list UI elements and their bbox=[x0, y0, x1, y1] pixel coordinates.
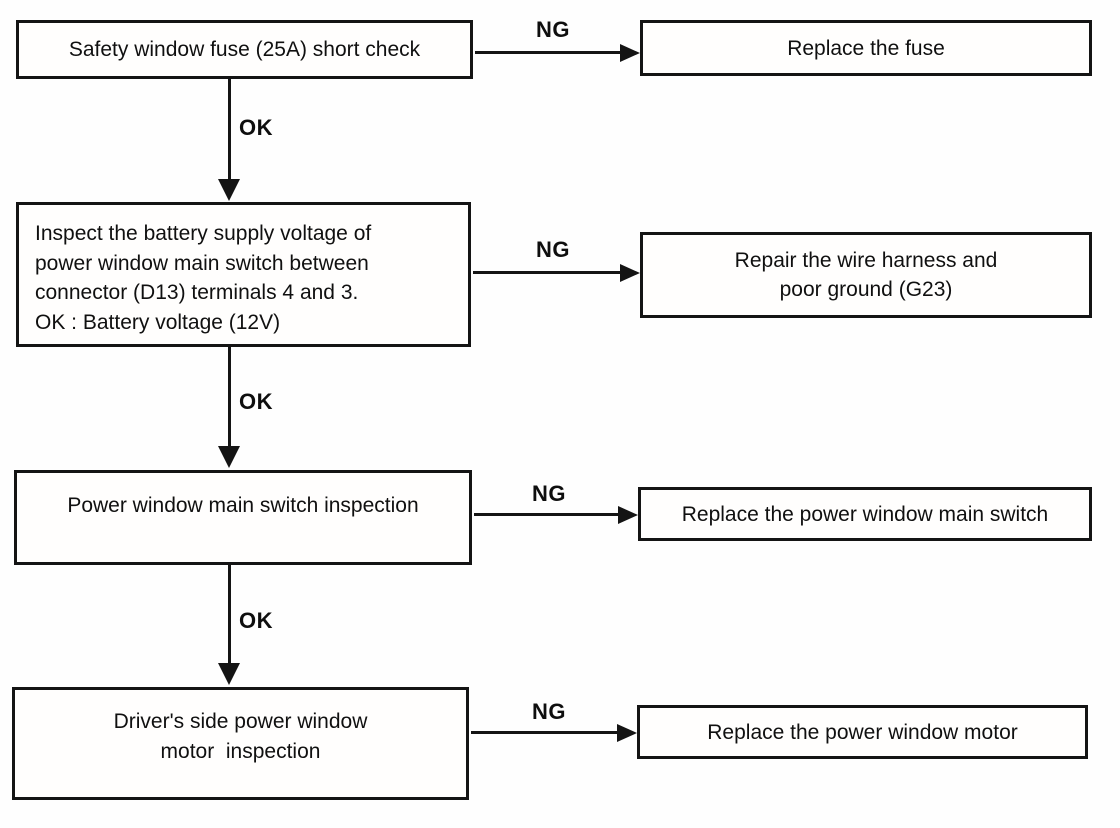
ok-label-3: OK bbox=[239, 608, 273, 633]
check-box-main-switch-inspection: Power window main switch inspection bbox=[14, 470, 472, 565]
ok-label-1: OK bbox=[239, 115, 273, 140]
check-box-fuse-short-check: Safety window fuse (25A) short check bbox=[16, 20, 473, 79]
ng-arrow-head-3 bbox=[618, 506, 638, 524]
check-box-motor-inspection: Driver's side power window motor inspect… bbox=[12, 687, 469, 800]
ng-arrow-head-1 bbox=[620, 44, 640, 62]
remedy-box-repair-harness-ground: Repair the wire harness and poor ground … bbox=[640, 232, 1092, 318]
ok-arrow-line-3 bbox=[228, 565, 231, 663]
remedy-box-replace-main-switch: Replace the power window main switch bbox=[638, 487, 1092, 541]
ng-label-4: NG bbox=[532, 699, 566, 724]
remedy-box-replace-fuse: Replace the fuse bbox=[640, 20, 1092, 76]
ng-arrow-line-1 bbox=[475, 51, 622, 54]
ng-label-2: NG bbox=[536, 237, 570, 262]
remedy-box-replace-motor: Replace the power window motor bbox=[637, 705, 1088, 759]
ng-label-1: NG bbox=[536, 17, 570, 42]
ok-label-2: OK bbox=[239, 389, 273, 414]
ok-arrow-head-1 bbox=[218, 179, 240, 201]
ng-arrow-line-4 bbox=[471, 731, 619, 734]
ok-arrow-head-2 bbox=[218, 446, 240, 468]
ng-arrow-head-2 bbox=[620, 264, 640, 282]
check-box-battery-voltage-inspection: Inspect the battery supply voltage of po… bbox=[16, 202, 471, 347]
ng-label-3: NG bbox=[532, 481, 566, 506]
ng-arrow-line-2 bbox=[473, 271, 622, 274]
ok-arrow-head-3 bbox=[218, 663, 240, 685]
ok-arrow-line-2 bbox=[228, 347, 231, 446]
ng-arrow-line-3 bbox=[474, 513, 620, 516]
ng-arrow-head-4 bbox=[617, 724, 637, 742]
ok-arrow-line-1 bbox=[228, 79, 231, 179]
